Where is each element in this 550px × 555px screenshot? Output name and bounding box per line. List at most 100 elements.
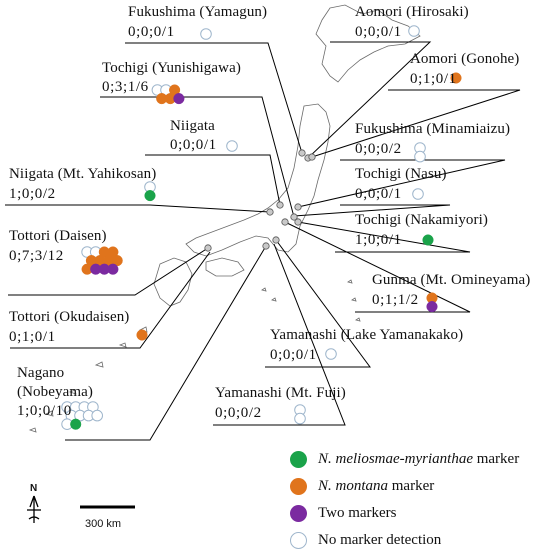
label-fukushima-minamiaizu: Fukushima (Minamiaizu) [355,121,511,137]
legend-label-italic: N. meliosmae-myrianthae [318,450,473,467]
marker-none [294,412,306,425]
north-arrow [27,495,41,523]
island [94,361,104,368]
leader-tottori-daisen [8,247,209,296]
site-dot [298,149,306,157]
label-niigata: Niigata [170,118,215,134]
scale-label: 300 km [85,518,122,530]
counts-yamanashi-yamanakako: 0;0;0/1 [270,347,317,363]
leader-tochigi-yunishigawa [100,96,295,218]
counts-fukushima-minamiaizu: 0;0;0/2 [355,141,402,157]
leader-tochigi-nakamiyori [297,221,471,253]
island [44,410,54,417]
island [261,287,267,292]
leader-niigata [145,154,281,206]
island [118,342,127,348]
label-nobeyama: (Nobeyama) [17,384,93,400]
shikoku-outline [205,257,245,277]
site-dot [266,208,274,216]
label-yamanashi-fuji: Yamanashi (Mt. Fuji) [215,385,346,401]
legend-item-two-markers: Two markers [290,502,397,524]
marker-none [325,348,337,360]
marker-meliosmae [70,418,82,430]
island [271,297,277,302]
counts-tochigi-yunishigawa: 0;3;1/6 [102,79,149,95]
leader-gunma-omineyama [284,221,471,313]
label-yamanashi-yamanakako: Yamanashi (Lake Yamanakako) [270,327,464,343]
leader-fukushima-yamagun [125,42,303,154]
counts-fukushima-yamagun: 0;0;0/1 [128,24,175,40]
legend-item-no-detection: No marker detection [290,529,441,551]
island [347,279,353,284]
counts-niigata-yahikosan: 1;0;0/2 [9,186,56,202]
legend-item-montana: N. montana marker [290,475,434,497]
marker-none [200,28,212,40]
legend-label-rest: No marker detection [318,531,442,548]
leader-niigata-yahikosan [5,204,271,213]
legend-swatch-none [290,531,307,549]
site-dot [262,242,270,250]
legend-item-meliosmae: N. meliosmae-myrianthae marker [290,448,519,470]
marker-two [107,263,119,275]
counts-tottori-daisen: 0;7;3/12 [9,248,64,264]
leader-aomori-gonohe [311,89,521,158]
marker-meliosmae [422,234,434,246]
leader-lines [5,41,521,441]
site-dot [204,244,212,252]
legend-label-two: Two markers [318,505,397,522]
marker-meliosmae [144,190,156,202]
leader-fukushima-minamiaizu [297,159,506,208]
site-dot [294,203,302,211]
legend-label-rest: marker [472,450,520,467]
north-label: N [30,483,38,494]
counts-gunma-omineyama: 0;1;1/2 [372,292,419,308]
label-aomori-gonohe: Aomori (Gonohe) [410,51,520,67]
island [68,389,77,395]
counts-tottori-okudaisen: 0;1;0/1 [9,329,56,345]
site-dot [272,236,280,244]
legend-swatch-montana [290,477,307,495]
site-dot [308,153,316,161]
leader-tottori-okudaisen [10,251,211,349]
label-tottori-daisen: Tottori (Daisen) [9,228,107,244]
leader-yamanashi-fuji [213,243,346,426]
site-dot [276,201,284,209]
legend-label-montana: N. montana marker [318,478,434,495]
legend-swatch-meliosmae [290,450,307,468]
site-dot [290,213,298,221]
legend-label-rest: marker [388,477,435,494]
legend-swatch-two [290,504,307,522]
site-dot [294,218,302,226]
hokkaido-outline [315,4,421,83]
marker-none [226,140,238,152]
marker-none [91,409,103,422]
counts-tochigi-nasu: 0;0;0/1 [355,186,402,202]
counts-aomori-hirosaki: 0;0;0/1 [355,24,402,40]
japan-outline [153,4,421,307]
island [351,297,357,302]
leader-tochigi-nasu [293,204,451,217]
marker-clusters [61,25,462,431]
leader-nagano-nobeyama [65,245,267,441]
label-fukushima-yamagun: Fukushima (Yamagun) [128,4,268,20]
label-gunma-omineyama: Gunma (Mt. Omineyama) [372,272,531,288]
counts-nagano-nobeyama: 1;0;0/10 [17,403,72,419]
marker-two [173,93,185,105]
counts-aomori-gonohe: 0;1;0/1 [410,71,457,87]
legend-label-italic: N. montana [318,477,389,494]
site-dots [204,149,316,252]
kyushu-outline [153,257,193,307]
legend-label-rest: Two markers [318,504,397,521]
legend-label-meliosmae: N. meliosmae-myrianthae marker [318,451,519,468]
label-nagano: Nagano [17,365,65,381]
counts-yamanashi-fuji: 0;0;0/2 [215,405,262,421]
ryukyu-islands [28,279,361,433]
label-tottori-okudaisen: Tottori (Okudaisen) [9,309,130,325]
island [28,427,37,433]
label-tochigi-nakamiyori: Tochigi (Nakamiyori) [355,212,488,228]
marker-montana [136,329,148,341]
label-aomori-hirosaki: Aomori (Hirosaki) [355,4,469,20]
legend-label-none: No marker detection [318,532,441,549]
